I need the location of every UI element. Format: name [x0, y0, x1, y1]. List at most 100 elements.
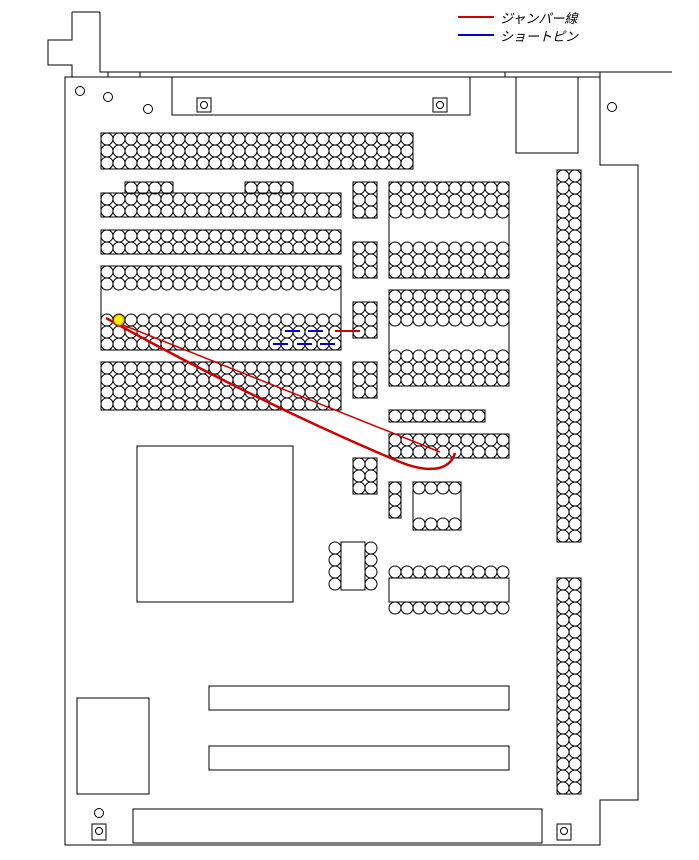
pin	[124, 144, 138, 158]
pin	[256, 385, 270, 399]
pin	[352, 205, 366, 219]
pin	[136, 229, 150, 243]
pin	[292, 229, 306, 243]
pin	[304, 277, 318, 291]
pin	[352, 132, 366, 146]
pin	[400, 253, 414, 267]
pin	[184, 397, 198, 411]
pin	[196, 397, 210, 411]
pin	[424, 241, 438, 255]
pin	[388, 493, 402, 507]
pin	[460, 349, 474, 363]
pin	[556, 697, 570, 711]
connector-screw	[432, 97, 448, 113]
pin	[220, 192, 234, 206]
pin	[352, 181, 366, 195]
pin	[568, 637, 582, 651]
pin	[400, 349, 414, 363]
pin	[100, 385, 114, 399]
pin	[160, 156, 174, 170]
pin	[424, 361, 438, 375]
pin	[316, 385, 330, 399]
pin	[268, 277, 282, 291]
pin	[496, 241, 510, 255]
pin	[568, 205, 582, 219]
pin	[172, 156, 186, 170]
pin	[364, 553, 378, 567]
pin	[472, 241, 486, 255]
pin	[400, 445, 414, 459]
pin	[388, 289, 402, 303]
pin	[112, 192, 126, 206]
pin	[172, 325, 186, 339]
pin	[556, 205, 570, 219]
pin	[388, 445, 402, 459]
pin	[412, 361, 426, 375]
top-connector	[171, 76, 471, 116]
pin	[328, 361, 342, 375]
pin	[460, 265, 474, 279]
pin	[184, 325, 198, 339]
pin	[496, 301, 510, 315]
pin	[400, 144, 414, 158]
pin	[556, 409, 570, 423]
pin	[568, 757, 582, 771]
pin	[556, 241, 570, 255]
pin	[568, 733, 582, 747]
pin	[208, 325, 222, 339]
pin	[556, 673, 570, 687]
pin	[400, 373, 414, 387]
pin	[232, 144, 246, 158]
pin	[400, 205, 414, 219]
pin	[484, 205, 498, 219]
pin	[256, 181, 270, 195]
pin	[568, 361, 582, 375]
pin	[460, 181, 474, 195]
pin	[268, 132, 282, 146]
pin	[196, 385, 210, 399]
pin	[496, 265, 510, 279]
pin	[352, 481, 366, 495]
pin	[400, 301, 414, 315]
pin	[172, 192, 186, 206]
pin	[568, 325, 582, 339]
pin	[568, 673, 582, 687]
pin	[112, 385, 126, 399]
pin	[100, 337, 114, 351]
pin	[100, 192, 114, 206]
pin	[268, 229, 282, 243]
pin	[556, 481, 570, 495]
pin	[424, 181, 438, 195]
pin	[136, 397, 150, 411]
pin	[196, 229, 210, 243]
pin	[568, 241, 582, 255]
pin	[460, 301, 474, 315]
pin	[484, 361, 498, 375]
pin	[568, 613, 582, 627]
pin	[328, 204, 342, 218]
pin	[220, 313, 234, 327]
pin	[484, 265, 498, 279]
pin	[196, 277, 210, 291]
pin	[556, 505, 570, 519]
jumper-wire-swatch	[458, 16, 494, 18]
pin	[184, 277, 198, 291]
pin	[160, 325, 174, 339]
pin	[316, 277, 330, 291]
pin	[112, 397, 126, 411]
pin	[292, 373, 306, 387]
pin	[556, 277, 570, 291]
pin	[556, 433, 570, 447]
pin	[556, 265, 570, 279]
pin	[244, 144, 258, 158]
pin	[448, 601, 462, 615]
pin	[388, 144, 402, 158]
pin	[220, 241, 234, 255]
pin	[100, 229, 114, 243]
pin	[556, 625, 570, 639]
pin	[352, 144, 366, 158]
pin	[316, 361, 330, 375]
pin	[556, 169, 570, 183]
pin	[364, 313, 378, 327]
pin	[364, 301, 378, 315]
